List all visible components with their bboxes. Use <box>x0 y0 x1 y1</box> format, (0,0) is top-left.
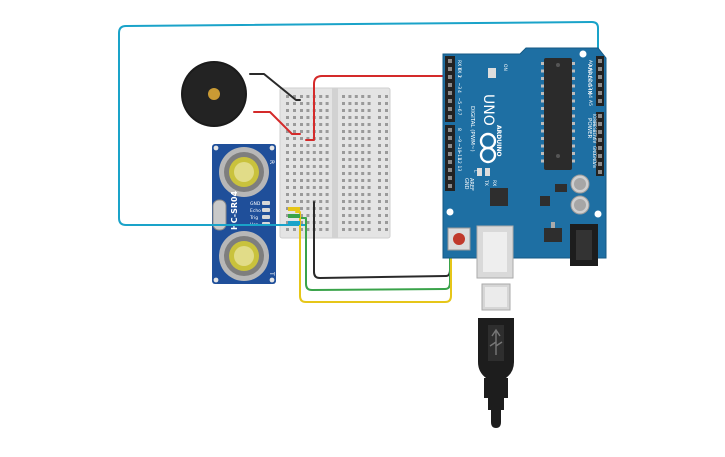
crystal-oscillator <box>212 199 227 231</box>
gnd-label: GND <box>463 178 469 190</box>
digital-pin-label: ~10 <box>456 143 462 153</box>
analog-pin-label: A3 <box>587 84 593 90</box>
arduino-brand-label: ARDUINO <box>495 125 502 156</box>
rx-label: RX <box>491 180 497 186</box>
sensor-pin-label: Trig <box>249 215 258 221</box>
power-pin-label: 5V <box>592 138 597 144</box>
analog-header-label: ANALOG IN <box>586 64 592 95</box>
sensor-marker-r: R <box>268 160 275 164</box>
power-pin-label: 3.3V <box>592 130 597 139</box>
sensor-model-label: HC-SR04 <box>230 190 239 230</box>
digital-pin-label: ~11 <box>456 151 462 161</box>
wire-green-echo[interactable] <box>299 217 451 291</box>
digital-pin-label: RX 0 <box>456 60 462 71</box>
power-pin-label: RESET <box>592 122 597 135</box>
analog-pin-label: A1 <box>587 68 593 74</box>
small-chip <box>540 196 550 206</box>
power-header <box>596 112 604 176</box>
digital-header-label: DIGITAL (PWM~) <box>469 106 475 152</box>
aref-label: AREF <box>468 178 474 191</box>
atmega-chip <box>544 58 572 170</box>
on-led-label: ON <box>502 64 508 71</box>
wire-blue-ground-loop[interactable] <box>118 21 599 226</box>
digital-pin-label: ~9 <box>456 136 462 143</box>
usb-chip <box>490 188 508 206</box>
power-pin-label: GND <box>592 154 597 163</box>
smd-part <box>488 68 496 78</box>
wire-buzzer-red[interactable] <box>253 111 301 135</box>
gnd-jumper-end <box>288 221 300 225</box>
analog-pin-label: A0 <box>587 60 593 66</box>
analog-header <box>596 56 604 106</box>
analog-pin-label: A5 <box>587 100 593 106</box>
sensor-pin-label: Echo <box>250 208 261 214</box>
digital-header-lower <box>445 125 455 191</box>
arduino-logo-icon <box>479 132 497 164</box>
trig-jumper-end <box>288 207 300 211</box>
power-pin-label: GND <box>592 146 597 155</box>
capacitor <box>570 195 590 215</box>
mount-hole <box>579 50 587 58</box>
digital-pin-label: 13 <box>456 166 462 172</box>
sensor-marker-t: T <box>268 271 275 276</box>
l-led-label: L <box>472 170 478 173</box>
echo-jumper-end <box>288 214 300 218</box>
usb-symbol-icon <box>489 328 503 355</box>
wire-yellow-trig[interactable] <box>295 211 452 303</box>
voltage-regulator <box>544 228 562 242</box>
reset-button[interactable] <box>447 227 471 251</box>
tx-label: TX <box>483 179 489 186</box>
digital-pin-label: ~5 <box>456 98 462 105</box>
digital-pin-label: ~6 <box>456 105 462 112</box>
sensor-pin-label: GND <box>250 201 261 207</box>
power-pin-label: Vin <box>592 162 597 169</box>
digital-pin-label: 4 <box>456 90 462 93</box>
wires <box>118 21 599 303</box>
digital-pin-label: TX 1 <box>456 67 462 78</box>
arduino-model-label: UNO <box>480 94 496 126</box>
transmitter-transducer <box>219 231 269 281</box>
digital-pin-label: 8 <box>456 128 462 131</box>
analog-pin-label: A2 <box>587 76 593 82</box>
power-header-label: POWER <box>586 118 592 139</box>
wire-buzzer-black[interactable] <box>249 73 301 101</box>
mount-hole <box>446 208 454 216</box>
power-pin-label: IOREF <box>592 114 597 127</box>
piezo-buzzer[interactable] <box>181 61 247 127</box>
breadboard-holes <box>286 95 388 231</box>
wire-red-5v[interactable] <box>305 75 449 141</box>
digital-pin-label: ~3 <box>456 83 462 90</box>
usb-cable[interactable] <box>478 283 514 428</box>
oscillator <box>555 184 567 192</box>
mount-hole <box>594 210 602 218</box>
analog-pin-label: A4 <box>587 92 593 98</box>
digital-pin-label: 2 <box>456 75 462 78</box>
digital-pin-label: 7 <box>456 113 462 116</box>
digital-header-upper <box>445 56 455 122</box>
breadboard[interactable] <box>279 87 391 239</box>
receiver-transducer <box>219 147 269 197</box>
capacitor <box>570 174 590 194</box>
digital-pin-label: 12 <box>456 158 462 164</box>
